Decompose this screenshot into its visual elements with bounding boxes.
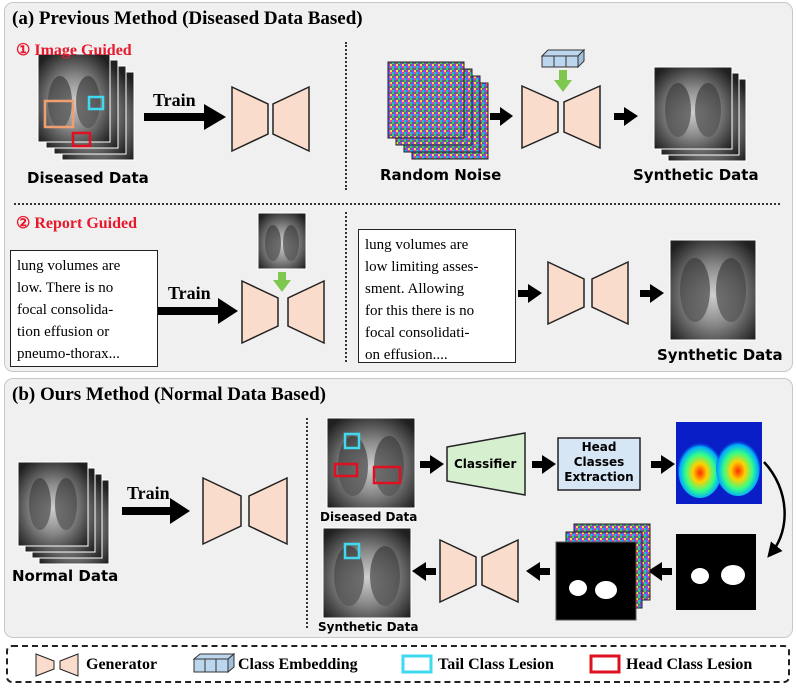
head-class-extraction-box bbox=[557, 437, 641, 491]
synthetic-xray-b bbox=[322, 527, 412, 619]
arrow-classifier-to-extraction bbox=[532, 455, 556, 474]
arrow-stack-to-generator bbox=[526, 562, 550, 581]
legend-tail-lesion-icon bbox=[401, 654, 433, 674]
conditioning-xray-a2 bbox=[257, 212, 307, 292]
binary-mask-right bbox=[676, 534, 756, 610]
arrow-generator-to-synthetic-b bbox=[412, 562, 436, 581]
section-b-title: (b) Ours Method (Normal Data Based) bbox=[12, 384, 327, 405]
synthetic-data-label-a2: Synthetic Data bbox=[657, 346, 783, 364]
synthetic-xray-stack-a1 bbox=[653, 66, 747, 162]
synthetic-xray-a2 bbox=[669, 239, 757, 341]
random-noise-stack bbox=[387, 61, 489, 160]
classifier-label: Classifier bbox=[454, 457, 517, 471]
generator-a1 bbox=[231, 85, 310, 153]
classifier-shape bbox=[446, 432, 526, 496]
legend-class-embedding-icon bbox=[192, 652, 236, 674]
curved-arrow-heatmap-to-mask bbox=[763, 461, 786, 558]
mask-noise-stack bbox=[555, 523, 651, 621]
generator-a2 bbox=[241, 279, 325, 345]
normal-data-label: Normal Data bbox=[12, 567, 119, 585]
head-classes-extraction-label: Head Classes Extraction bbox=[564, 440, 634, 484]
random-noise-label: Random Noise bbox=[380, 166, 502, 184]
legend-tail-lesion-label: Tail Class Lesion bbox=[438, 656, 554, 673]
legend-icons bbox=[35, 652, 621, 677]
arrow-gen-to-synthetic-a1 bbox=[614, 107, 638, 126]
synthetic-data-label-b: Synthetic Data bbox=[318, 620, 419, 634]
arrow-diseased-to-classifier bbox=[420, 455, 444, 474]
train-label-a1: Train bbox=[153, 90, 196, 110]
legend-generator-icon bbox=[35, 653, 79, 677]
train-arrow-a1 bbox=[144, 104, 226, 130]
train-arrow-a2 bbox=[158, 298, 238, 324]
arrow-mask-to-stack bbox=[648, 562, 672, 581]
class-embedding-a bbox=[540, 48, 586, 92]
legend-generator-label: Generator bbox=[86, 656, 158, 673]
train-label-b: Train bbox=[127, 483, 170, 503]
divider-b-vertical bbox=[306, 418, 308, 628]
generator-b bbox=[202, 476, 288, 546]
generator-a1-right bbox=[521, 84, 601, 150]
diseased-data-label-b: Diseased Data bbox=[320, 510, 418, 524]
divider-a-vertical bbox=[345, 42, 347, 190]
divider-a-vertical-2 bbox=[345, 212, 347, 362]
train-label-a2: Train bbox=[168, 283, 211, 303]
divider-a-horizontal bbox=[14, 203, 780, 205]
train-arrow-b bbox=[122, 498, 190, 524]
legend-class-embedding-label: Class Embedding bbox=[238, 656, 358, 673]
section-a-title: (a) Previous Method (Diseased Data Based… bbox=[12, 8, 363, 29]
report-text-box-1: lung volumes are low. There is no focal … bbox=[10, 250, 158, 367]
diseased-xray-stack bbox=[37, 53, 135, 161]
arrow-report-to-gen-a2 bbox=[518, 284, 542, 303]
normal-xray-stack bbox=[17, 461, 110, 565]
report-text-box-2: lung volumes are low limiting asses- sme… bbox=[358, 229, 516, 363]
legend-head-lesion-icon bbox=[589, 654, 621, 674]
diseased-data-label: Diseased Data bbox=[27, 169, 149, 187]
arrow-gen-to-synthetic-a2 bbox=[640, 284, 664, 303]
heatmap bbox=[676, 422, 762, 504]
image-guided-label: ① Image Guided bbox=[16, 42, 132, 59]
legend-head-lesion-label: Head Class Lesion bbox=[626, 656, 753, 673]
arrow-extraction-to-heatmap bbox=[651, 455, 675, 474]
generator-a2-right bbox=[547, 260, 629, 326]
synthetic-data-label-a1: Synthetic Data bbox=[633, 166, 759, 184]
diseased-xray-b bbox=[326, 417, 416, 509]
generator-b-right bbox=[439, 538, 519, 604]
arrow-noise-to-gen bbox=[490, 107, 513, 126]
report-guided-label: ② Report Guided bbox=[16, 215, 138, 232]
legend: Generator Class Embedding Tail Class Les… bbox=[6, 645, 790, 683]
